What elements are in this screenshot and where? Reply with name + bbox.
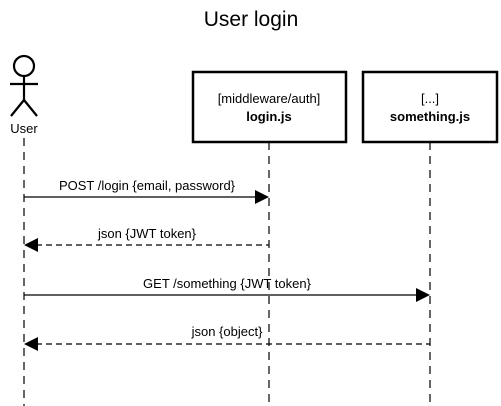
- message-jwt-response-label: json {JWT token}: [97, 226, 197, 241]
- actor-user-icon: [10, 54, 38, 117]
- arrowhead-right-icon: [255, 190, 269, 204]
- participant-login-path: [middleware/auth]: [218, 91, 321, 106]
- message-jwt-response: json {JWT token}: [24, 226, 269, 252]
- actor-user-label: User: [10, 121, 38, 136]
- participant-something-path: [...]: [421, 91, 439, 106]
- arrowhead-right-icon: [416, 288, 430, 302]
- message-post-login: POST /login {email, password}: [24, 178, 269, 204]
- message-object-response: json {object}: [24, 324, 430, 351]
- participant-something-name: something.js: [390, 109, 470, 124]
- participant-login: [middleware/auth] login.js: [191, 70, 348, 144]
- participant-login-name: login.js: [246, 109, 292, 124]
- arrowhead-left-icon: [24, 238, 38, 252]
- message-object-response-label: json {object}: [191, 324, 263, 339]
- message-post-login-label: POST /login {email, password}: [59, 178, 236, 193]
- message-get-something: GET /something {JWT token}: [24, 276, 430, 302]
- diagram-title: User login: [204, 8, 299, 31]
- message-get-something-label: GET /something {JWT token}: [143, 276, 312, 291]
- participant-something: [...] something.js: [361, 70, 499, 144]
- arrowhead-left-icon: [24, 337, 38, 351]
